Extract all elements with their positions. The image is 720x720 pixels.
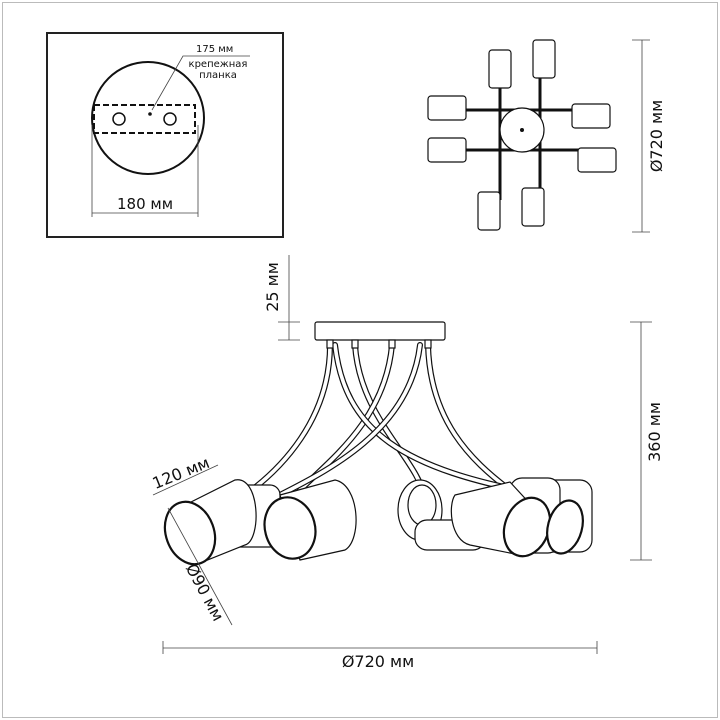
shade-front-center: [263, 479, 357, 561]
plate-diameter-label: 180 мм: [117, 195, 173, 213]
center-point: [148, 112, 152, 116]
mount-plate-circle: [91, 61, 205, 175]
bar-caption-line2: планка: [199, 70, 237, 81]
shade-length-label: 120 мм: [150, 453, 213, 493]
canopy: [314, 321, 446, 341]
plate-height-label: 25 мм: [263, 262, 282, 312]
width-label: Ø720 мм: [342, 652, 414, 671]
top-view-diameter-label: Ø720 мм: [647, 100, 666, 172]
bar-length-label: 175 мм: [196, 44, 233, 55]
shade-front-left: [163, 479, 257, 566]
leader-line: [151, 55, 250, 111]
shade-front-right: [450, 481, 584, 558]
screw-hole-left: [112, 112, 126, 126]
top-view: Ø720 мм: [427, 39, 666, 233]
mount-plate-detail: 175 мм крепежная планка 180 мм: [46, 32, 284, 238]
bar-caption-line1: крепежная: [189, 59, 248, 70]
shade-diameter-label: Ø90 мм: [182, 561, 228, 625]
mounting-bar: [93, 104, 196, 134]
screw-hole-right: [163, 112, 177, 126]
detail-box: [46, 32, 284, 238]
side-view: 25 мм 360 мм: [150, 255, 664, 671]
height-label: 360 мм: [645, 402, 664, 462]
